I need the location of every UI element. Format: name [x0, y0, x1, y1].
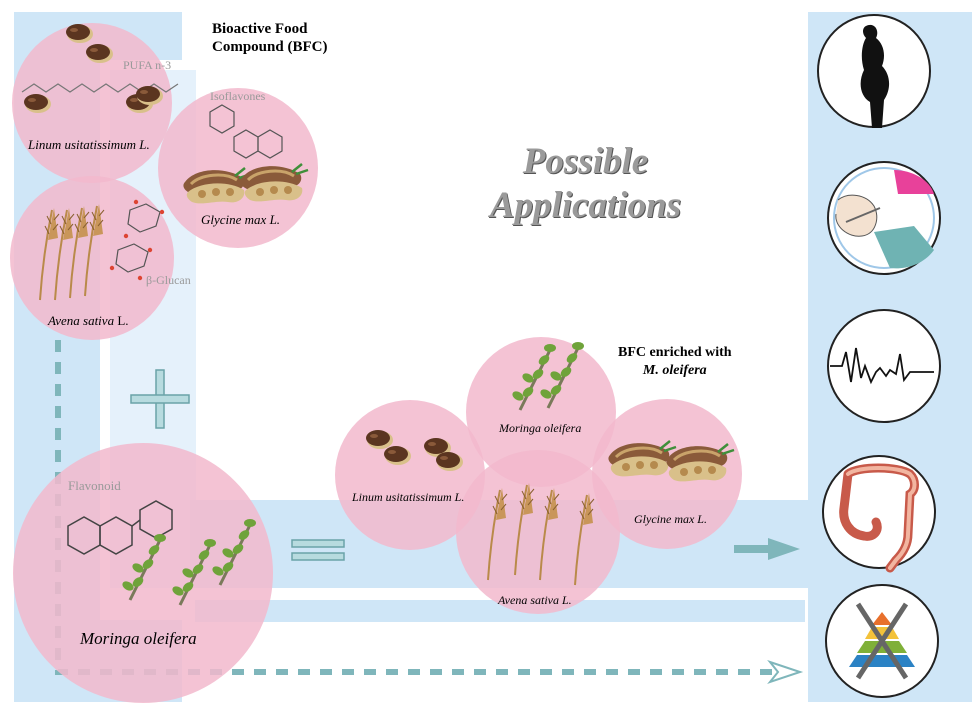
pufa-label: PUFA n-3	[123, 58, 171, 73]
possible-applications: Possible Applications	[478, 140, 693, 228]
heart-rhythm-icon	[828, 310, 940, 422]
flavonoid-label: Flavonoid	[68, 478, 121, 494]
enriched-title-line1: BFC enriched with	[618, 344, 732, 362]
bfc-title-line2: Compound (BFC)	[212, 38, 327, 56]
glycine-label: Glycine max L.	[201, 212, 280, 228]
bfc-title: Bioactive Food Compound (BFC)	[212, 20, 327, 56]
avena-suffix: L.	[114, 313, 128, 328]
isoflavones-label: Isoflavones	[210, 89, 265, 104]
dashed-arrow-head	[770, 662, 800, 682]
enriched-title: BFC enriched with M. oleifera	[618, 344, 732, 380]
avena-right-label: Avena sativa L.	[498, 593, 572, 608]
circle-avena-right	[456, 450, 620, 614]
avena-genus: Avena sativa	[48, 313, 114, 328]
linum-label: Linum usitatissimum L.	[28, 137, 150, 153]
linum-right-label: Linum usitatissimum L.	[352, 490, 464, 505]
moringa-right-label: Moringa oleifera	[499, 421, 581, 436]
moringa-label: Moringa oleifera	[80, 629, 197, 649]
enriched-title-line2: M. oleifera	[618, 362, 732, 380]
glucan-label: β-Glucan	[146, 273, 191, 288]
possible-applications-line2: Applications	[478, 184, 693, 228]
avena-label: Avena sativa L.	[48, 313, 129, 329]
possible-applications-line1: Possible	[478, 140, 693, 184]
bfc-title-line1: Bioactive Food	[212, 20, 327, 38]
glycine-right-label: Glycine max L.	[634, 512, 707, 527]
